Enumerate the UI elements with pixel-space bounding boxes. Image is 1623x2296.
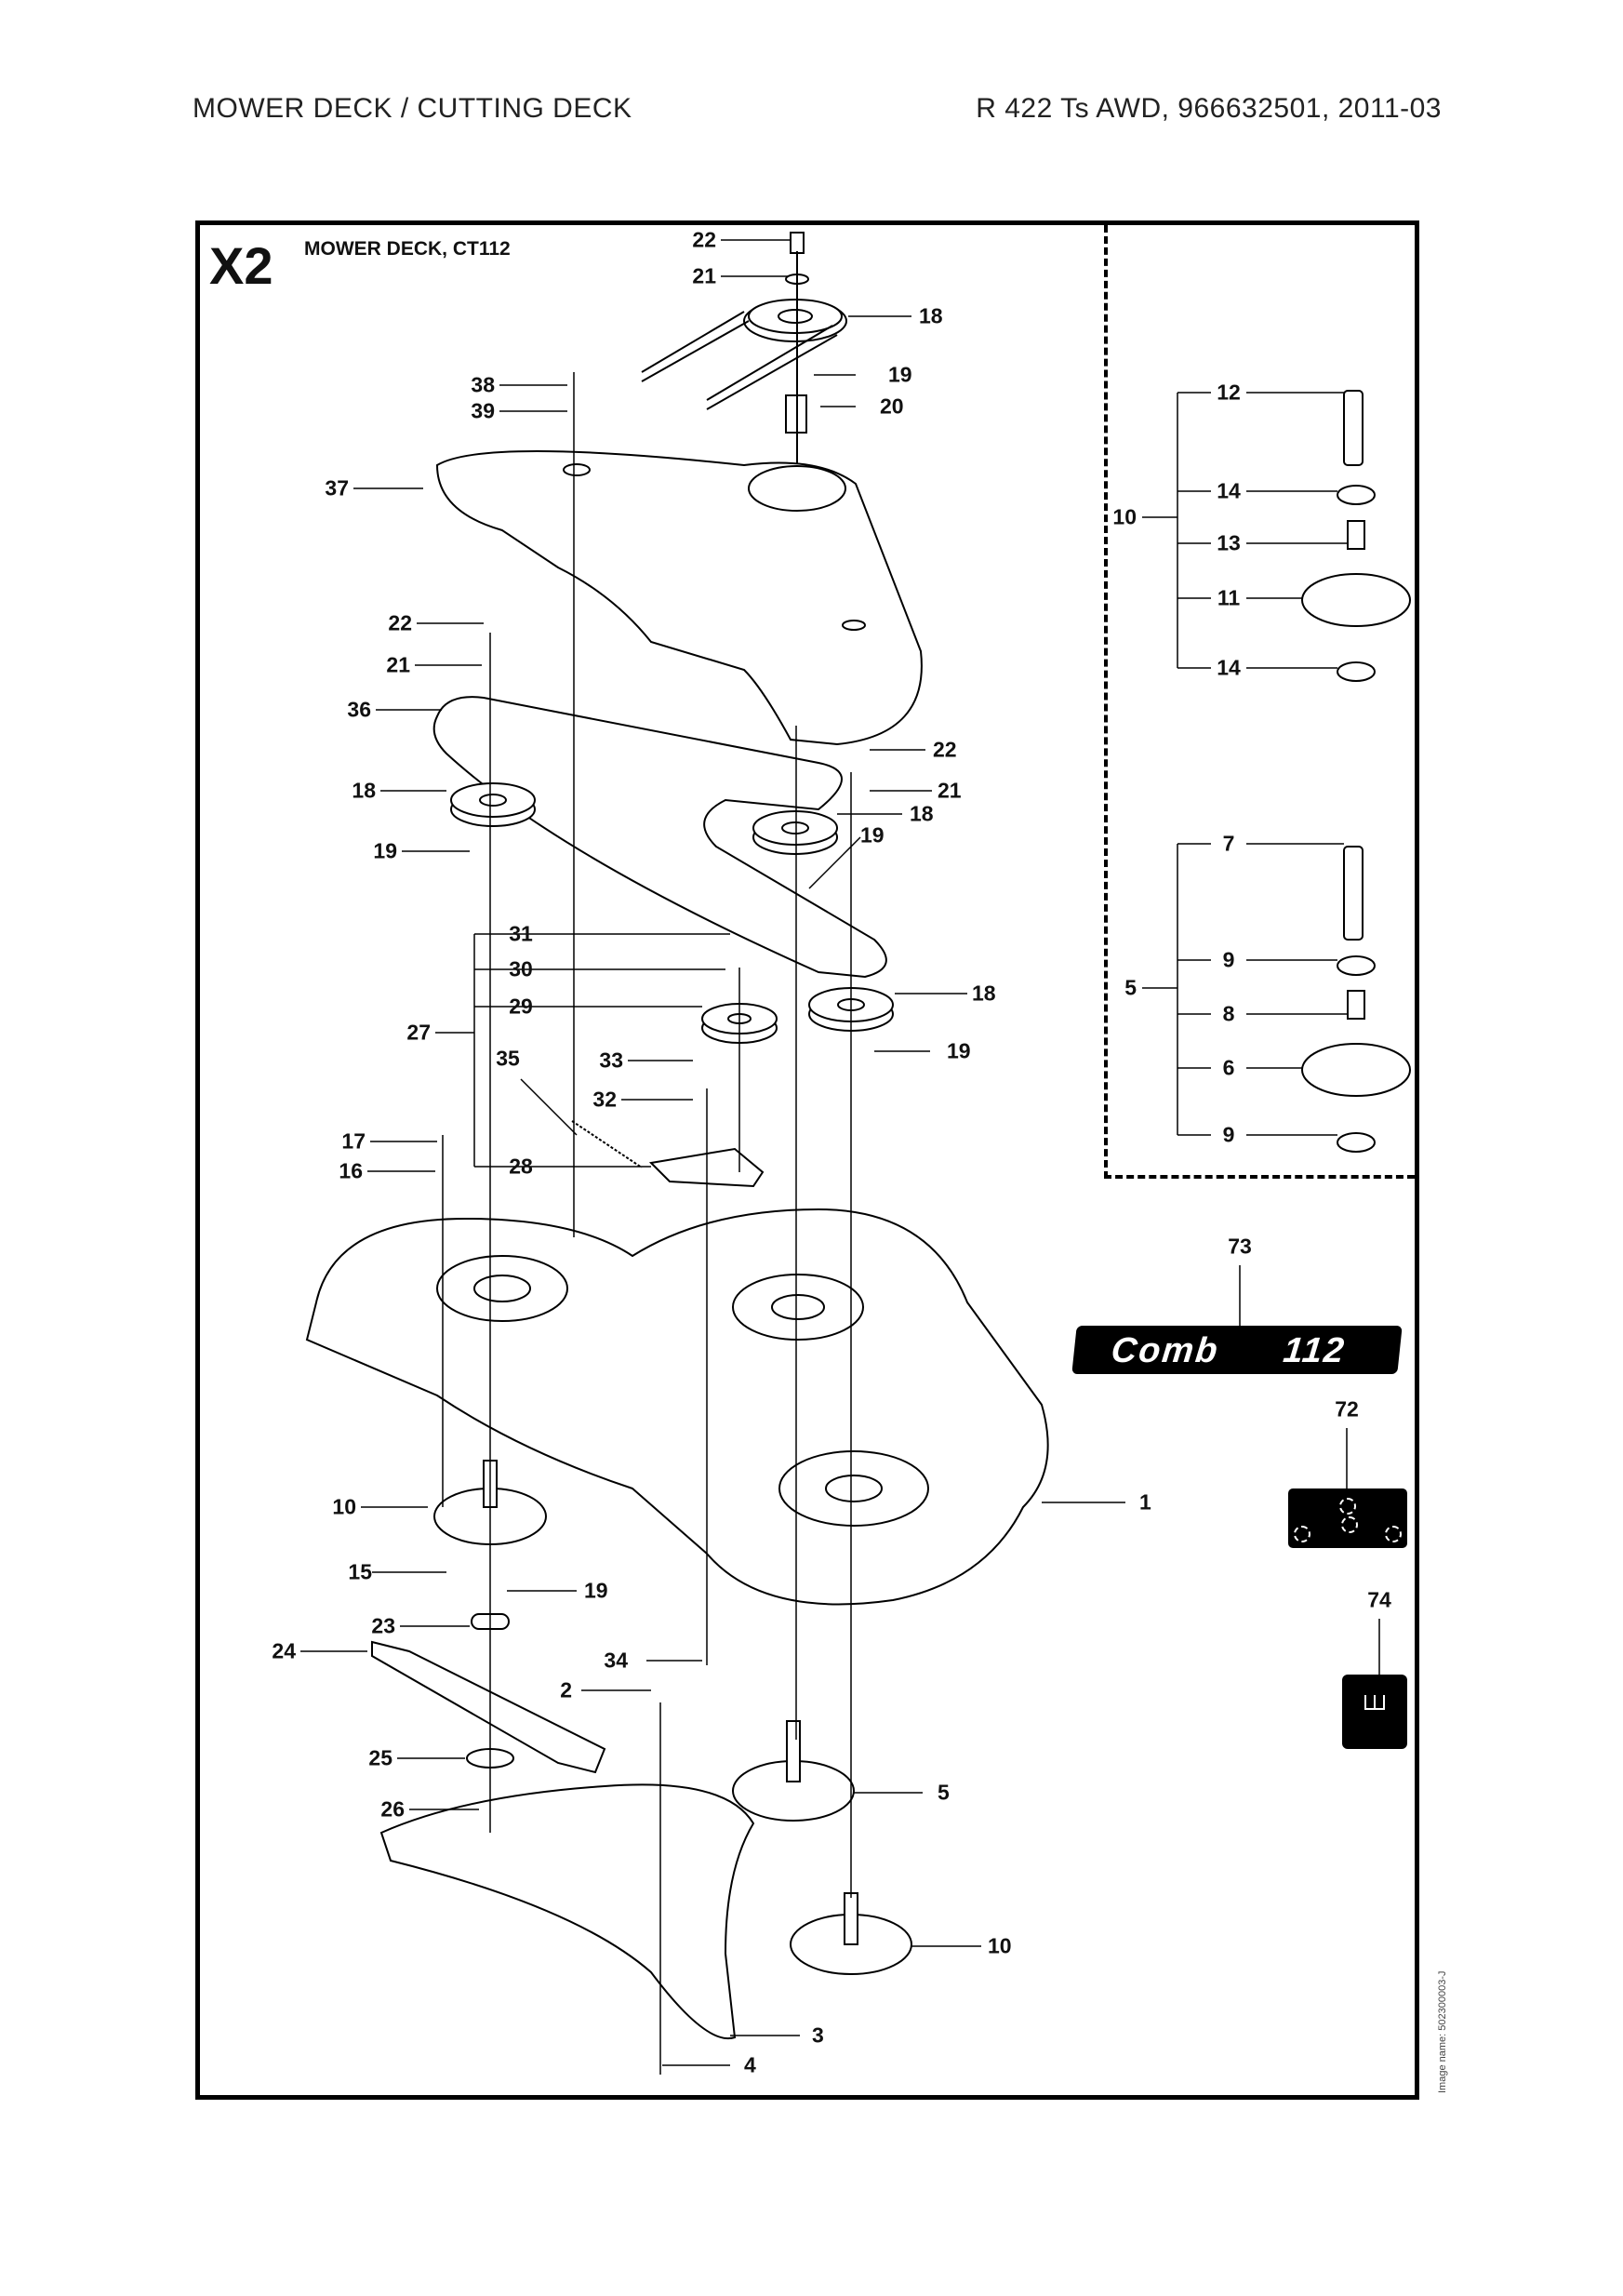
decal-comb-112: Comb 112 <box>1071 1326 1403 1374</box>
top-drive-pulley <box>641 232 847 521</box>
callout-4: 4 <box>744 2052 756 2077</box>
callout-39: 39 <box>471 398 495 423</box>
callout-23: 23 <box>371 1613 395 1638</box>
callout-1: 1 <box>1139 1489 1151 1515</box>
kit5-item: 9 <box>1222 1122 1235 1147</box>
callout-22: 22 <box>933 737 957 762</box>
mulch-plug <box>379 1783 755 2040</box>
callout-36: 36 <box>347 697 371 722</box>
kit-label-5: 5 <box>1124 975 1137 1000</box>
callout-2: 2 <box>560 1677 572 1702</box>
callout-22: 22 <box>388 610 412 635</box>
hole-icon <box>1294 1526 1310 1542</box>
callout-21: 21 <box>692 263 716 288</box>
belt-cover <box>435 450 923 746</box>
callout-19: 19 <box>373 838 397 863</box>
decal-72 <box>1288 1488 1407 1548</box>
tension-spring <box>571 1120 643 1168</box>
callout-37: 37 <box>325 475 349 501</box>
kit5-item: 9 <box>1222 947 1235 972</box>
callout-24: 24 <box>272 1638 296 1663</box>
callout-25: 25 <box>368 1745 392 1770</box>
kit-label-10: 10 <box>1112 504 1137 529</box>
diagram-frame <box>195 220 1419 2100</box>
blade <box>371 1640 606 1774</box>
callout-21: 21 <box>938 778 962 803</box>
hole-icon <box>1339 1498 1356 1515</box>
callout-20: 20 <box>880 394 904 419</box>
mower-deck <box>305 1208 1049 1606</box>
callout-38: 38 <box>471 372 495 397</box>
decal-text-right: 112 <box>1281 1331 1348 1370</box>
callout-74: 74 <box>1367 1587 1391 1612</box>
book-icon <box>1364 1695 1385 1710</box>
kit10-item: 14 <box>1217 655 1241 680</box>
left-pulley <box>450 782 536 827</box>
callout-28: 28 <box>509 1154 533 1179</box>
callout-19: 19 <box>584 1578 608 1603</box>
callout-26: 26 <box>380 1796 405 1822</box>
callout-35: 35 <box>496 1046 520 1071</box>
page-header-model: R 422 Ts AWD, 966632501, 2011-03 <box>976 93 1442 124</box>
callout-73: 73 <box>1228 1234 1252 1259</box>
kit10-item: 12 <box>1217 380 1241 405</box>
callout-19: 19 <box>888 362 912 387</box>
callout-30: 30 <box>509 956 533 981</box>
page-header-title: MOWER DECK / CUTTING DECK <box>193 93 632 124</box>
image-name: Image name: 502300003-J <box>1437 1970 1448 2093</box>
callout-3: 3 <box>812 2022 824 2048</box>
section-code: X2 <box>209 236 273 295</box>
kit10-item: 14 <box>1217 478 1241 503</box>
callout-22: 22 <box>692 227 716 252</box>
spindle-kits-panel <box>1104 225 1415 1179</box>
callout-29: 29 <box>509 994 533 1019</box>
callout-32: 32 <box>592 1087 617 1112</box>
callout-18: 18 <box>910 801 934 826</box>
callout-19: 19 <box>947 1038 971 1063</box>
center-spindle <box>732 1720 855 1822</box>
callout-15: 15 <box>348 1559 372 1584</box>
callout-18: 18 <box>972 981 996 1006</box>
kit5-item: 6 <box>1222 1055 1235 1080</box>
kit5-item: 7 <box>1222 831 1235 856</box>
right-spindle <box>790 1892 912 1975</box>
callout-5: 5 <box>938 1780 950 1805</box>
callout-31: 31 <box>509 921 533 946</box>
callout-10: 10 <box>332 1494 356 1519</box>
deck-belt <box>432 696 887 979</box>
callout-21: 21 <box>386 652 410 677</box>
callout-17: 17 <box>341 1128 366 1154</box>
callout-33: 33 <box>599 1048 623 1073</box>
manual-decal <box>1342 1675 1407 1749</box>
callout-27: 27 <box>406 1020 431 1045</box>
callout-10: 10 <box>988 1933 1012 1958</box>
kit10-item: 13 <box>1217 530 1241 555</box>
hole-icon <box>1385 1526 1402 1542</box>
hole-icon <box>1341 1516 1358 1533</box>
callout-16: 16 <box>339 1158 363 1183</box>
callout-34: 34 <box>604 1648 628 1673</box>
callout-72: 72 <box>1335 1396 1359 1422</box>
decal-text-left: Comb <box>1109 1331 1221 1370</box>
kit5-item: 8 <box>1222 1001 1235 1026</box>
spindle-kit-5-parts <box>1301 846 1411 1153</box>
center-pulley <box>752 810 838 855</box>
spindle-kit-10-parts <box>1301 390 1411 682</box>
callout-18: 18 <box>352 778 376 803</box>
callout-19: 19 <box>860 822 885 848</box>
kit10-item: 11 <box>1217 585 1241 610</box>
callout-18: 18 <box>919 303 943 328</box>
section-title: MOWER DECK, CT112 <box>304 238 511 260</box>
leader-lines <box>300 239 1380 2066</box>
